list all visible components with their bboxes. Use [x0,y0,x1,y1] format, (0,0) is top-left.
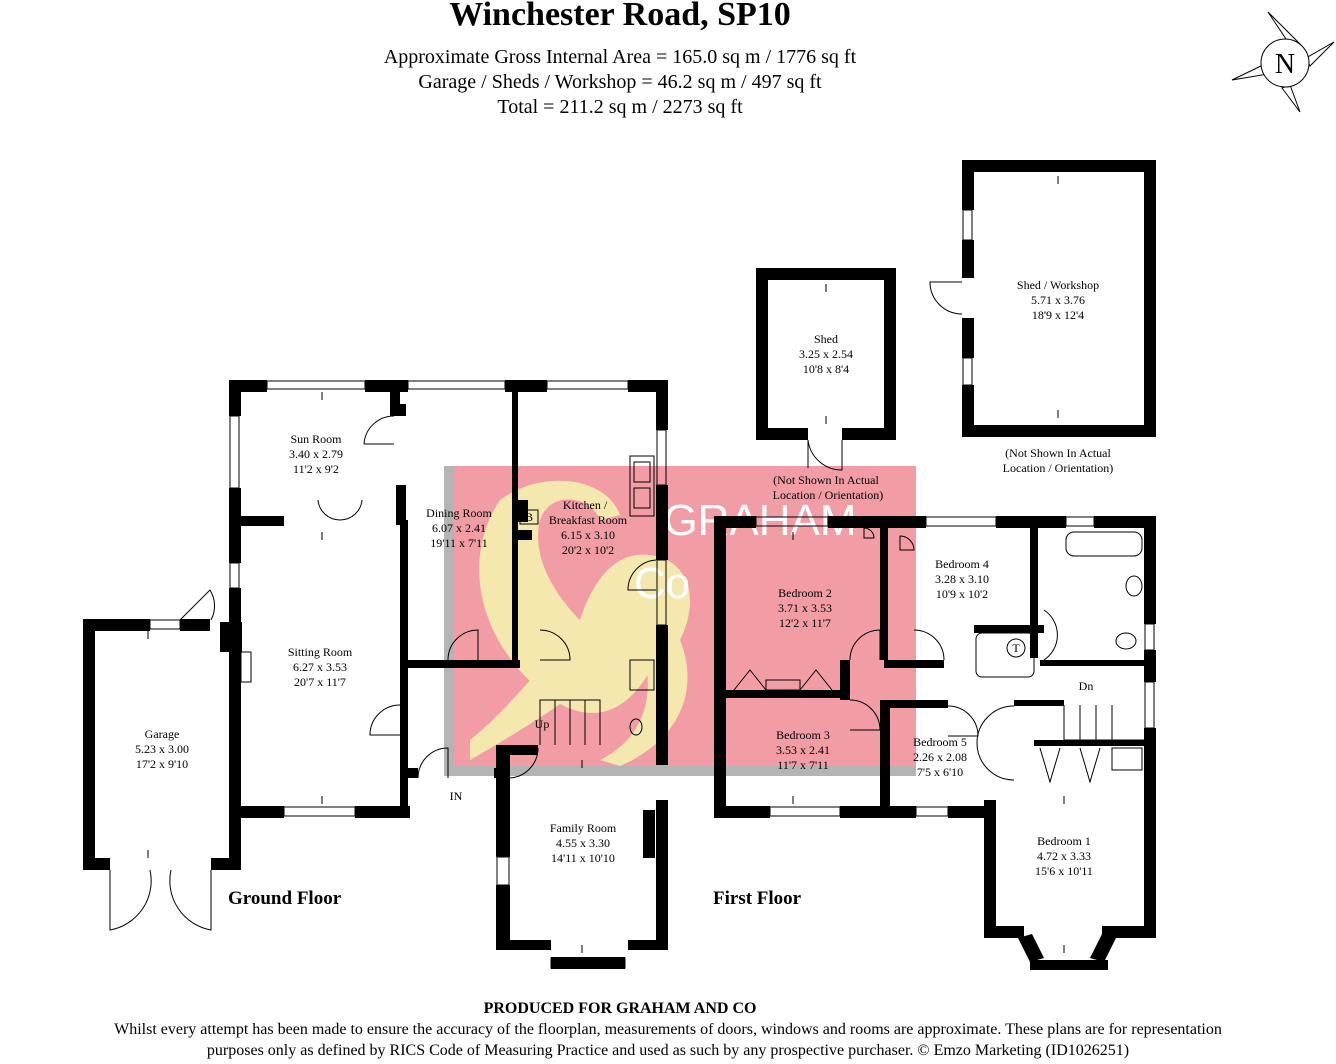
kitchen-name-1: Kitchen / [563,498,608,512]
shed-name: Shed [814,332,838,346]
sun-room-imperial: 11'2 x 9'2 [293,462,339,476]
family-room-name: Family Room [550,821,617,835]
workshop-imperial: 18'9 x 12'4 [1032,308,1084,322]
kitchen-metric: 6.15 x 3.10 [561,528,615,542]
fixtures [109,209,1155,970]
ground-floor-label: Ground Floor [228,888,342,909]
bedroom2-imperial: 12'2 x 11'7 [779,616,831,630]
bedroom3-metric: 3.53 x 2.41 [776,743,830,757]
compass-rose: N [1231,11,1335,113]
bedroom1-name: Bedroom 1 [1037,834,1091,848]
first-floor-label: First Floor [713,888,802,909]
kitchen-name-2: Breakfast Room [549,513,628,527]
bedroom2-metric: 3.71 x 3.53 [778,601,832,615]
entrance-label: IN [450,789,463,803]
sitting-room-name: Sitting Room [288,645,353,659]
dining-room-imperial: 19'11 x 7'11 [430,536,487,550]
bedroom2-name: Bedroom 2 [778,586,832,600]
family-room-imperial: 14'11 x 10'10 [551,851,615,865]
ground-floor-walls [83,380,668,969]
footer-disclaimer: Whilst every attempt has been made to en… [0,1019,1336,1061]
family-room-metric: 4.55 x 3.30 [556,836,610,850]
garage-name: Garage [145,727,180,741]
bedroom5-name: Bedroom 5 [913,735,967,749]
workshop-note-2: Location / Orientation) [1003,461,1114,475]
footer-line-2: purposes only as defined by RICS Code of… [206,1042,1130,1059]
bedroom3-imperial: 11'7 x 7'11 [777,758,828,772]
bedroom1-imperial: 15'6 x 10'11 [1035,864,1093,878]
shed-note-1: (Not Shown In Actual [773,473,879,487]
tank-label: T [1012,641,1020,655]
garage-area-line: Garage / Sheds / Workshop = 46.2 sq m / … [418,71,822,93]
garage-imperial: 17'2 x 9'10 [136,757,188,771]
sitting-room-imperial: 20'7 x 11'7 [294,675,346,689]
dining-room-name: Dining Room [426,506,492,520]
garage-metric: 5.23 x 3.00 [135,742,189,756]
stairs-down-label: Dn [1079,679,1094,693]
room-labels: Sun Room 3.40 x 2.79 11'2 x 9'2 Dining R… [135,278,1113,878]
workshop-metric: 5.71 x 3.76 [1031,293,1085,307]
shed-note-2: Location / Orientation) [773,488,884,502]
watermark-graham: GRAHAM [663,496,856,545]
bedroom3-name: Bedroom 3 [776,728,830,742]
first-floor-walls [714,516,1156,970]
bedroom4-metric: 3.28 x 3.10 [935,572,989,586]
boiler-label: B [525,510,533,524]
shed-imperial: 10'8 x 8'4 [803,362,849,376]
workshop-note-1: (Not Shown In Actual [1005,446,1111,460]
sitting-room-metric: 6.27 x 3.53 [293,660,347,674]
bedroom4-imperial: 10'9 x 10'2 [936,587,988,601]
workshop-name: Shed / Workshop [1017,278,1099,292]
shed-metric: 3.25 x 2.54 [799,347,853,361]
bedroom5-imperial: 7'5 x 6'10 [917,765,963,779]
footer-heading: PRODUCED FOR GRAHAM AND CO [483,1000,757,1017]
gross-area-line: Approximate Gross Internal Area = 165.0 … [383,46,857,68]
bedroom5-metric: 2.26 x 2.08 [913,750,967,764]
sun-room-metric: 3.40 x 2.79 [289,447,343,461]
compass-north-label: N [1275,49,1295,80]
watermark-co: Co [634,559,690,608]
dimension-arrows [147,176,1065,953]
outbuilding-walls [756,160,1156,440]
kitchen-imperial: 20'2 x 10'2 [562,543,614,557]
dining-room-metric: 6.07 x 2.41 [432,521,486,535]
sun-room-name: Sun Room [290,432,342,446]
page-title: Winchester Road, SP10 [449,0,791,33]
bedroom1-metric: 4.72 x 3.33 [1037,849,1091,863]
total-area-line: Total = 211.2 sq m / 2273 sq ft [497,96,743,118]
bedroom4-name: Bedroom 4 [935,557,989,571]
stairs-up-label: Up [535,717,550,731]
footer-line-1: Whilst every attempt has been made to en… [114,1021,1222,1038]
